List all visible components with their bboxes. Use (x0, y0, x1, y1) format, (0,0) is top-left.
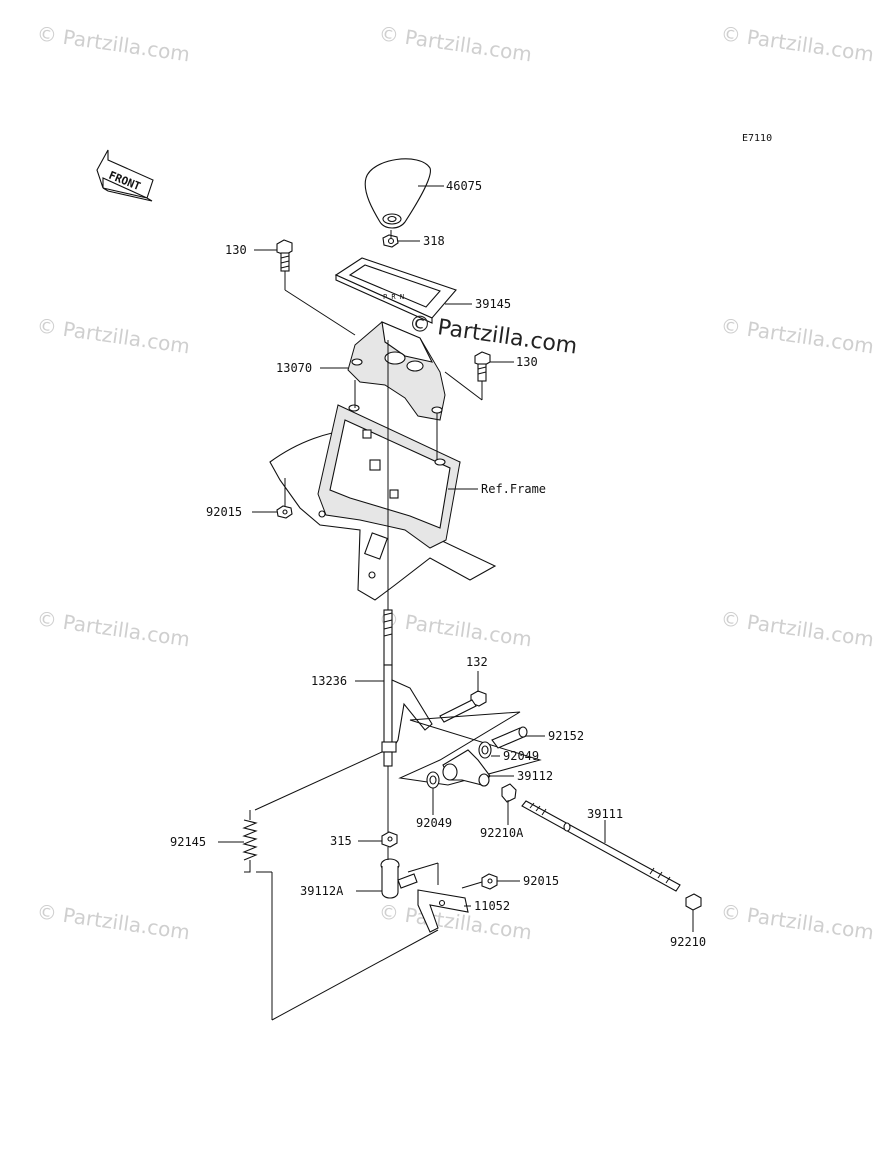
label-39145[interactable]: 39145 (475, 297, 511, 311)
shift-knob (364, 158, 431, 229)
label-39111[interactable]: 39111 (587, 807, 623, 821)
label-92145[interactable]: 92145 (170, 835, 206, 849)
bracket-11052 (417, 889, 469, 933)
label-92152[interactable]: 92152 (548, 729, 584, 743)
svg-text:P R N: P R N (383, 293, 404, 301)
label-92049-left[interactable]: 92049 (416, 816, 452, 830)
label-ref-frame[interactable]: Ref.Frame (481, 482, 546, 496)
label-92049-right[interactable]: 92049 (503, 749, 539, 763)
spring-92145 (242, 810, 258, 873)
center-watermark: © Partzilla.com (407, 311, 579, 359)
label-132[interactable]: 132 (466, 655, 488, 669)
label-318[interactable]: 318 (423, 234, 445, 248)
label-39112[interactable]: 39112 (517, 769, 553, 783)
label-13070[interactable]: 13070 (276, 361, 312, 375)
guide-lines (254, 230, 483, 1021)
washer-92049-right (478, 741, 492, 759)
label-130-left[interactable]: 130 (225, 243, 247, 257)
label-39112a[interactable]: 39112A (300, 884, 344, 898)
collar-92152 (491, 726, 528, 749)
watermark-8: © Partzilla.com (719, 606, 875, 651)
mount-plate (398, 711, 542, 786)
lever-39112 (442, 749, 491, 787)
watermark-9: © Partzilla.com (35, 899, 191, 944)
watermark-4: © Partzilla.com (35, 313, 191, 358)
watermark-3: © Partzilla.com (719, 21, 875, 66)
label-92015-left[interactable]: 92015 (206, 505, 242, 519)
label-11052[interactable]: 11052 (474, 899, 510, 913)
frame-bracket (269, 404, 497, 601)
watermark-7: © Partzilla.com (377, 606, 533, 651)
bolt-130-left (276, 239, 293, 272)
nut-92015-left (276, 505, 293, 519)
front-arrow-icon: FRONT (96, 149, 154, 202)
nut-92210 (685, 893, 702, 911)
rod-39111 (521, 800, 681, 892)
leader-lines (218, 185, 694, 932)
watermark-11: © Partzilla.com (719, 899, 875, 944)
label-130-right[interactable]: 130 (516, 355, 538, 369)
bolt-130-right (474, 351, 491, 382)
watermark-6: © Partzilla.com (35, 606, 191, 651)
diagram-code: E7110 (742, 133, 772, 144)
lever-housing (347, 321, 446, 421)
rod-end-39112a (380, 858, 418, 899)
label-92210[interactable]: 92210 (670, 935, 706, 949)
watermark-1: © Partzilla.com (35, 21, 191, 66)
watermark-2: © Partzilla.com (377, 21, 533, 66)
label-46075[interactable]: 46075 (446, 179, 482, 193)
shift-rod (381, 340, 433, 767)
nut-315 (381, 831, 398, 848)
label-315[interactable]: 315 (330, 834, 352, 848)
label-92015-right[interactable]: 92015 (523, 874, 559, 888)
gate-plate: P R N (334, 257, 457, 324)
nut-318 (382, 234, 399, 248)
label-92210a[interactable]: 92210A (480, 826, 524, 840)
nut-92210a (501, 783, 517, 803)
nut-92015-right (481, 873, 498, 890)
washer-92049-left (426, 771, 440, 789)
part-labels: 46075 318 130 39145 130 13070 Ref.Frame … (170, 179, 706, 949)
label-13236[interactable]: 13236 (311, 674, 347, 688)
watermark-5: © Partzilla.com (719, 313, 875, 358)
